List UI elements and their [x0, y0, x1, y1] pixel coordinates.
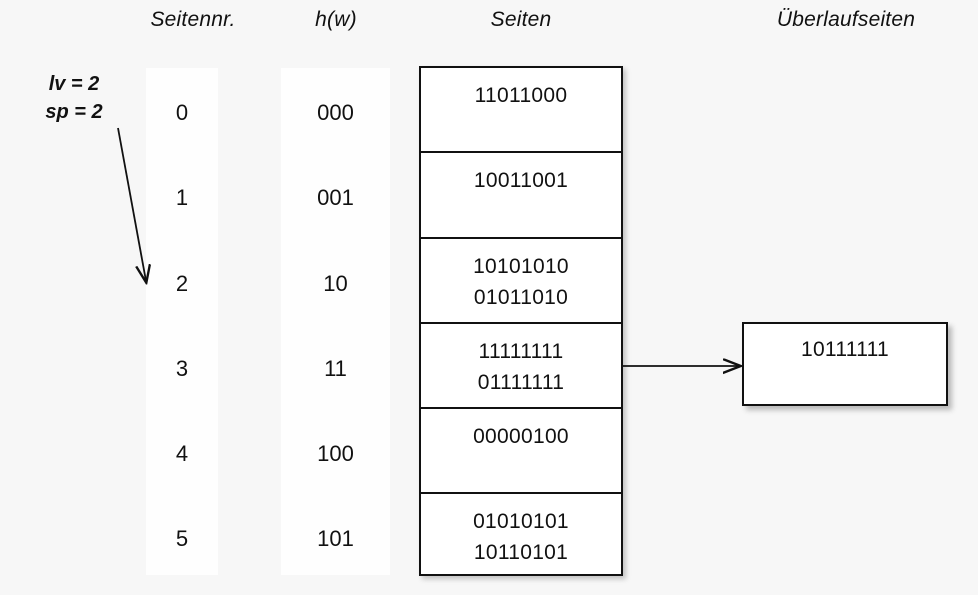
page-row: 10011001	[421, 153, 621, 239]
page-number-cell: 3	[175, 356, 189, 381]
page-number-cell: 4	[175, 441, 189, 466]
pages-table: 11011000 10011001 10101010 01011010 11111111…	[419, 66, 623, 576]
page-record-value: 10101010	[473, 255, 569, 278]
page-number-cell: 0	[175, 100, 189, 125]
parameter-lv: lv = 2	[48, 73, 100, 95]
page-record-value: 10110101	[473, 541, 569, 565]
column-header-hw: h(w)	[315, 8, 357, 31]
column-header-seiten: Seiten	[490, 8, 552, 31]
hash-value-cell: 11	[324, 356, 347, 381]
hash-value-cell: 000	[317, 100, 354, 125]
page-record-value: 01010101	[473, 510, 569, 533]
hash-value-cell: 10	[323, 271, 348, 296]
page-row: 01010101 10110101	[421, 494, 621, 578]
page-row: 11111111 01111111	[421, 324, 621, 409]
page-row: 11011000	[421, 68, 621, 153]
parameter-sp: sp = 2	[45, 101, 103, 124]
page-row: 10101010 01011010	[421, 239, 621, 324]
page-record-value: 11011000	[474, 84, 568, 107]
hash-value-cell: 100	[317, 441, 354, 466]
sp-pointer-arrow	[117, 127, 146, 281]
page-record-value: 11111111	[478, 340, 564, 363]
page-number-cell: 2	[175, 271, 189, 296]
seitennr-column-panel: 0 1 2 3 4 5	[146, 68, 218, 575]
page-number-cell: 1	[175, 185, 189, 210]
hw-column-panel: 000 001 10 11 100 101	[281, 68, 390, 575]
hash-value-cell: 001	[317, 185, 354, 210]
page-record-value: 01011010	[473, 286, 569, 310]
page-number-cell: 5	[175, 526, 189, 551]
column-header-seitennr: Seitennr.	[150, 8, 236, 31]
hash-value-cell: 101	[317, 526, 354, 551]
column-header-ueberlaufseiten: Überlaufseiten	[776, 8, 916, 31]
page-record-value: 10011001	[473, 169, 569, 192]
page-record-value: 01111111	[477, 371, 565, 395]
page-record-value: 00000100	[473, 425, 569, 448]
page-row: 00000100	[421, 409, 621, 494]
overflow-page-box: 10111111	[742, 322, 948, 406]
overflow-page-value: 10111111	[800, 338, 890, 361]
parameter-block: lv = 2 sp = 2	[14, 70, 134, 127]
